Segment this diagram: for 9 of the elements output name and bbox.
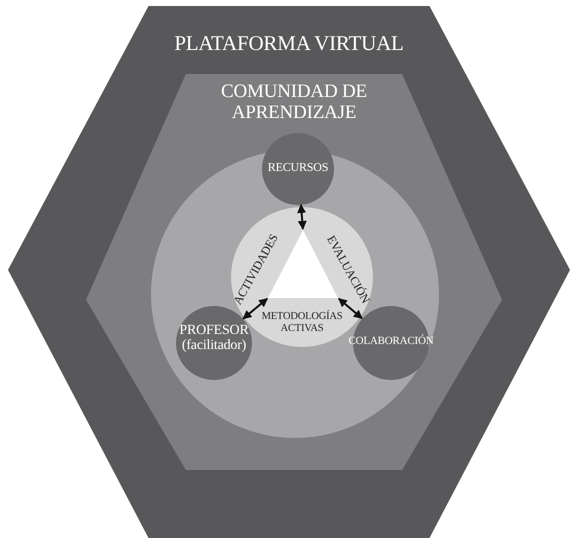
node-label: COMUNIDAD DE APRENDIZAJE bbox=[220, 82, 368, 124]
double-arrow bbox=[297, 204, 307, 230]
node-label: METODOLOGÍAS ACTIVAS bbox=[260, 311, 344, 334]
node-label: COLABORACIÓN bbox=[348, 335, 434, 348]
node-label: PROFESOR (facilitador) bbox=[178, 323, 250, 354]
double-arrow bbox=[338, 298, 363, 320]
double-arrow bbox=[242, 298, 268, 320]
node-label: RECURSOS bbox=[266, 161, 330, 174]
node-label: PLATAFORMA VIRTUAL bbox=[173, 32, 405, 56]
